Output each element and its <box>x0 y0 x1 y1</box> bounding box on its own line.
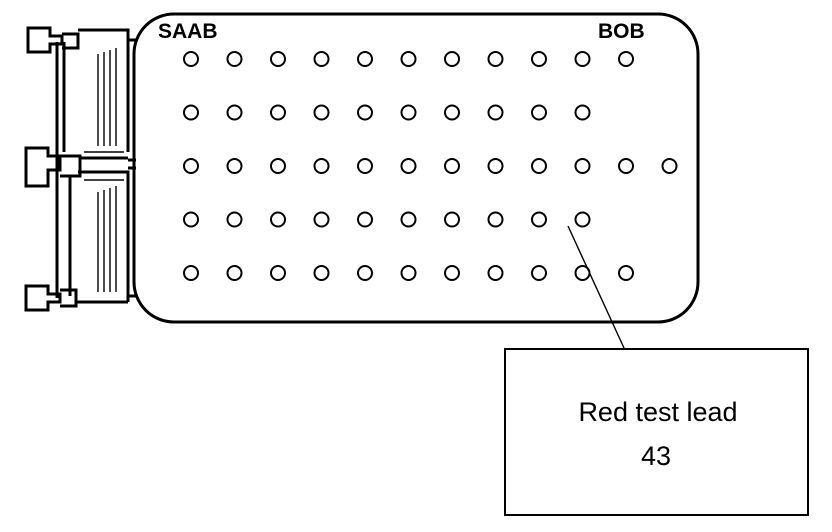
pin-hole <box>487 158 504 174</box>
pin-hole <box>531 211 547 228</box>
pin-hole <box>183 51 199 67</box>
pin-hole <box>487 104 504 121</box>
pin-hole <box>313 104 330 121</box>
pin-hole <box>487 211 504 228</box>
pin-hole <box>270 265 286 281</box>
pin-hole <box>444 51 460 67</box>
pin-hole <box>400 104 417 121</box>
pin-hole <box>313 158 330 174</box>
pin-hole <box>400 211 417 228</box>
pin-hole <box>400 265 417 281</box>
pin-hole <box>183 104 199 121</box>
pin-hole <box>531 158 547 174</box>
pin-hole <box>183 265 199 281</box>
callout-label: Red test lead <box>578 397 737 427</box>
pin-hole <box>487 265 504 281</box>
pin-hole <box>400 158 417 174</box>
pin-hole <box>531 51 547 67</box>
pin-hole <box>444 104 460 121</box>
pin-hole <box>444 211 460 228</box>
pin-hole <box>226 211 243 228</box>
pin-hole <box>270 158 286 174</box>
pin-hole <box>226 51 243 67</box>
pin-hole <box>574 211 591 228</box>
pin-hole <box>183 158 199 174</box>
pin-hole <box>313 265 330 281</box>
pin-hole <box>313 211 330 228</box>
callout-leader-line <box>567 225 625 349</box>
pin-hole <box>574 51 591 67</box>
pin-hole <box>313 51 330 67</box>
pin-hole <box>618 51 634 67</box>
pin-hole <box>270 211 286 228</box>
pin-hole <box>226 104 243 121</box>
pin-hole <box>357 211 373 228</box>
cable-hatching <box>84 48 124 292</box>
pin-hole <box>618 265 634 281</box>
pin-hole <box>618 158 634 174</box>
pin-hole <box>531 265 547 281</box>
pin-hole <box>661 158 678 174</box>
pin-hole <box>444 158 460 174</box>
pin-hole <box>270 104 286 121</box>
connector-cable-assembly <box>24 26 136 312</box>
pin-grid <box>183 51 678 281</box>
pin-hole <box>531 104 547 121</box>
brand-label-right: BOB <box>598 20 645 43</box>
pin-hole <box>226 265 243 281</box>
pin-hole <box>487 51 504 67</box>
pin-hole <box>574 158 591 174</box>
pin-hole <box>357 265 373 281</box>
callout-pin-number: 43 <box>641 441 671 471</box>
pin-hole <box>357 158 373 174</box>
callout-box <box>504 348 809 516</box>
pin-hole <box>183 211 199 228</box>
pin-hole <box>357 51 373 67</box>
pin-hole <box>270 51 286 67</box>
pin-hole <box>444 265 460 281</box>
brand-label-left: SAAB <box>158 20 218 43</box>
pin-hole <box>226 158 243 174</box>
breakout-board-outline <box>132 12 700 324</box>
pin-hole <box>357 104 373 121</box>
pin-hole <box>400 51 417 67</box>
pin-hole <box>574 104 591 121</box>
